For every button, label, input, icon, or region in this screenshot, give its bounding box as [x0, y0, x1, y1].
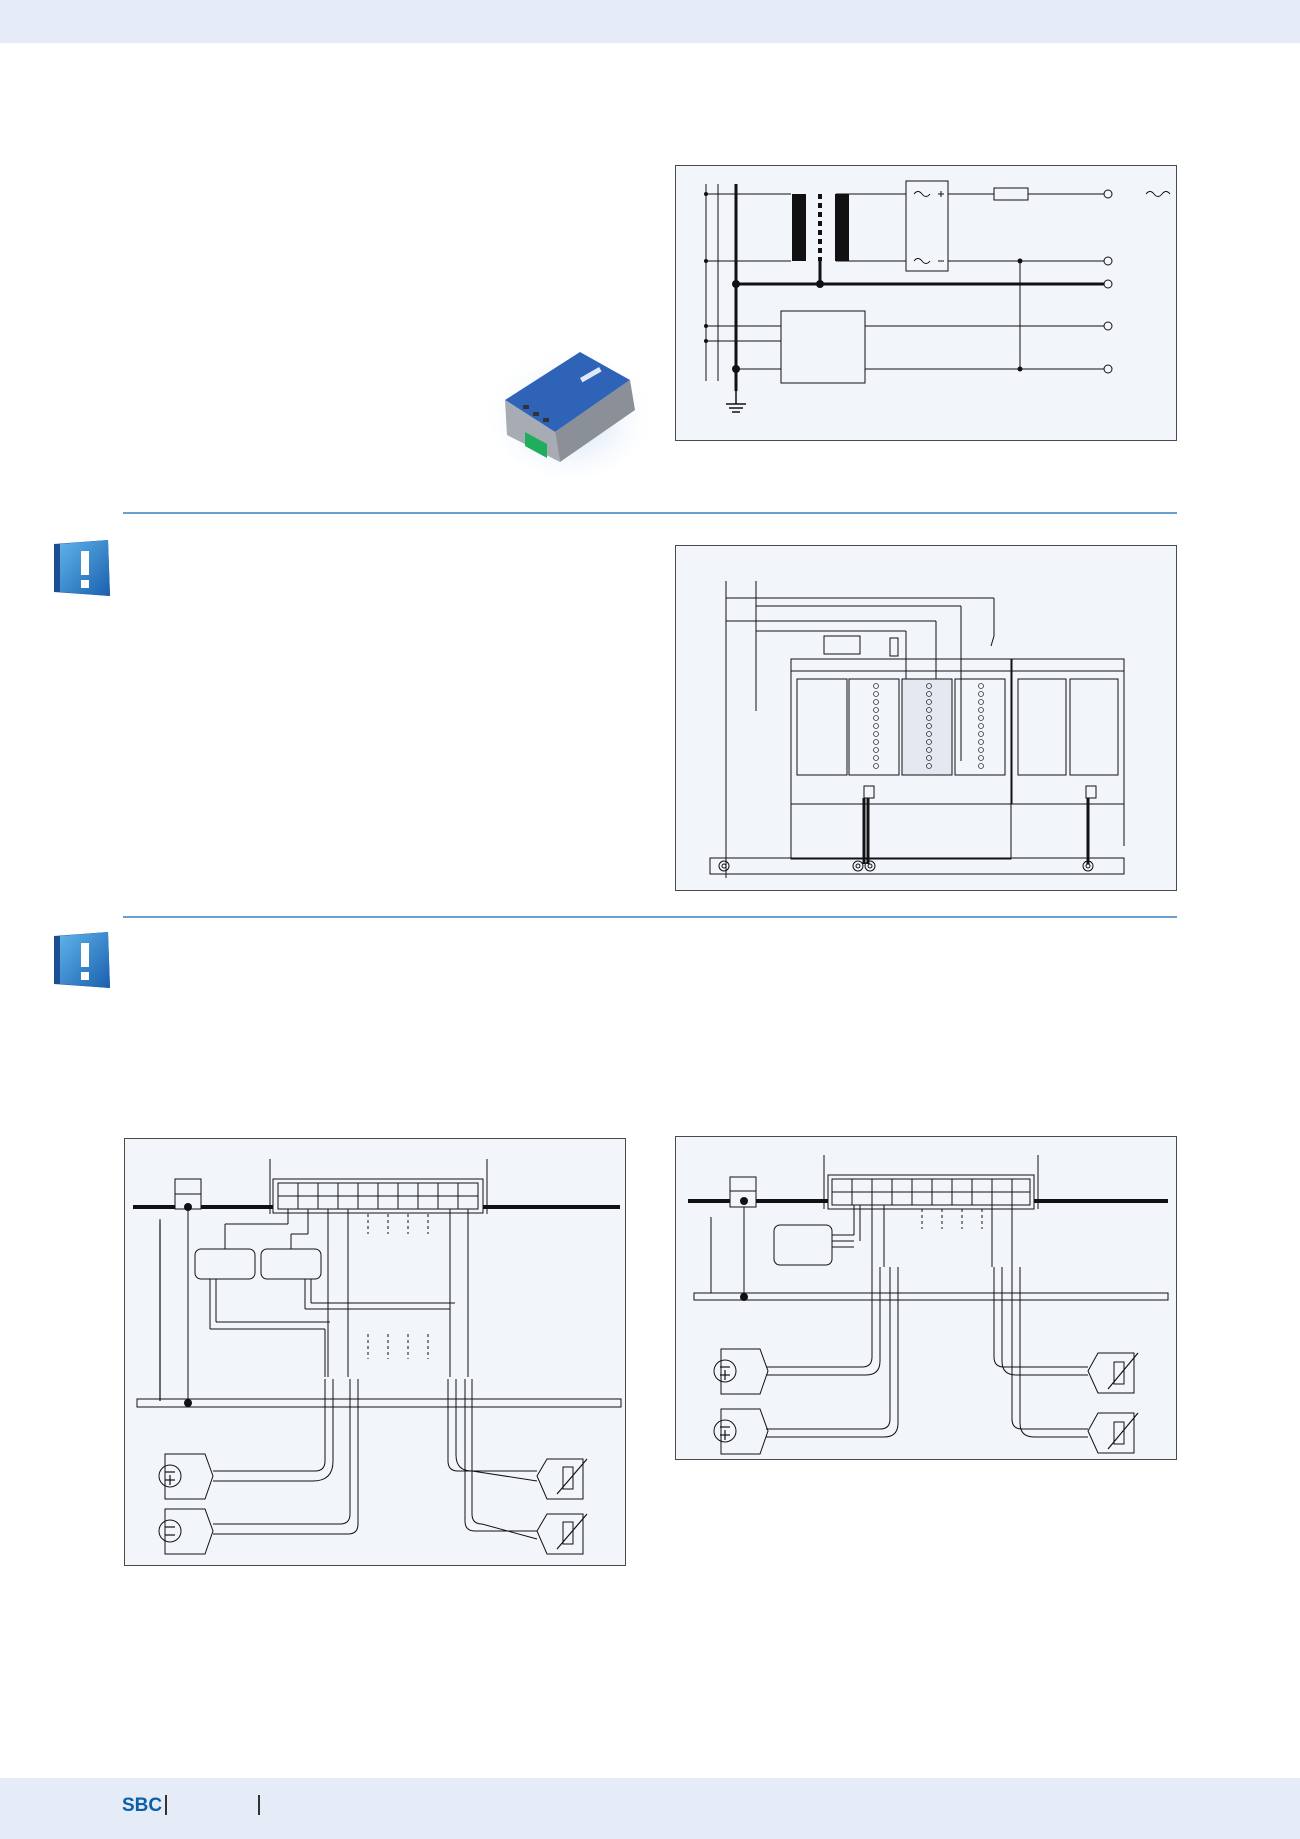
footer-separator [258, 1795, 260, 1815]
section-divider [123, 512, 1177, 514]
analogue-wiring-diagram-left [124, 1138, 626, 1566]
header-band [0, 0, 1300, 43]
section-divider [123, 916, 1177, 918]
power-supply-wiring-diagram [675, 165, 1177, 441]
exclamation-icon [50, 930, 112, 992]
footer-separator [165, 1795, 167, 1815]
power-supply-photo [485, 340, 655, 480]
exclamation-icon [50, 538, 112, 600]
footer-band [0, 1778, 1300, 1839]
footer-brand: SBC [122, 1795, 163, 1816]
analogue-wiring-diagram-right [675, 1136, 1177, 1460]
module-wiring-diagram [675, 545, 1177, 891]
